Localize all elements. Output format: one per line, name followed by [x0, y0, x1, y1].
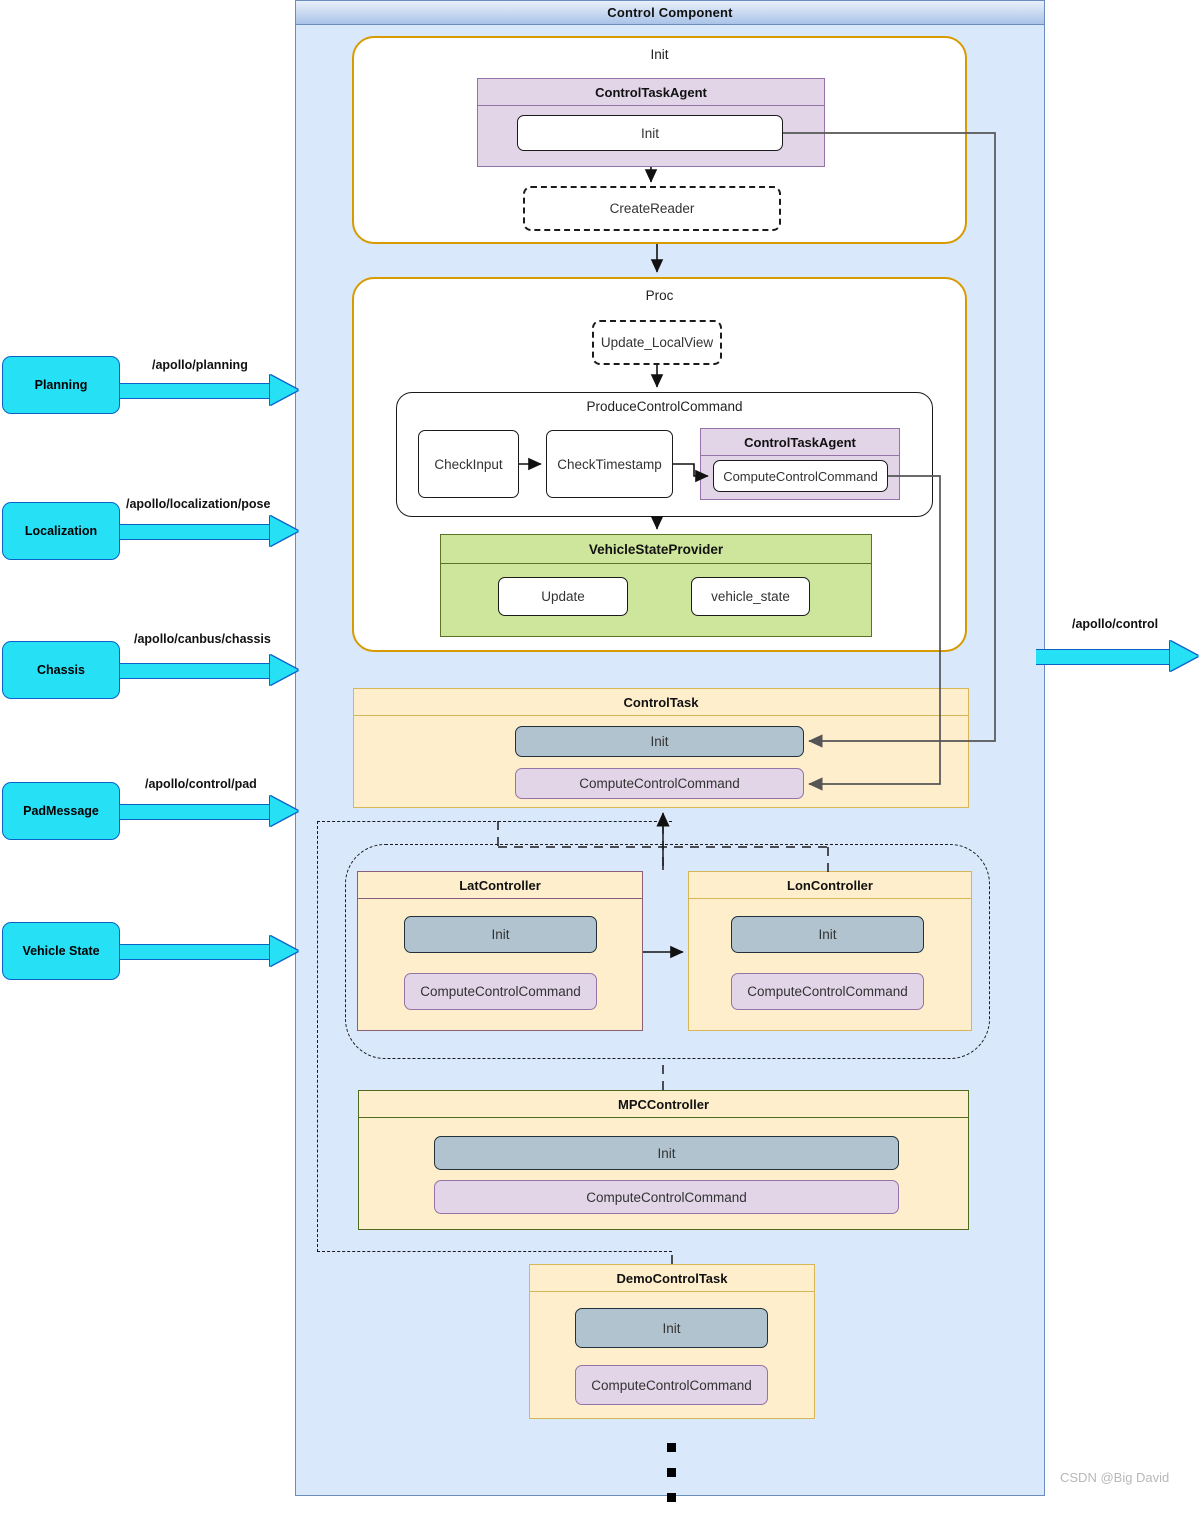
topic-label-planning: /apollo/planning	[152, 358, 248, 372]
controllers-dashed-outer	[317, 821, 672, 1252]
watermark: CSDN @Big David	[1060, 1470, 1170, 1485]
init-group-label: Init	[650, 47, 669, 62]
ellipsis-dot-1	[667, 1443, 676, 1452]
proc-agent-compute-control-command[interactable]: ComputeControlCommand	[713, 460, 888, 492]
mpc-controller-init[interactable]: Init	[434, 1136, 899, 1170]
arrow-padmessage	[120, 796, 298, 826]
topic-label-padmessage: /apollo/control/pad	[145, 777, 257, 791]
update-local-view-box[interactable]: Update_LocalView	[592, 320, 722, 365]
arrow-vehicle-state	[120, 936, 298, 966]
source-planning[interactable]: Planning	[2, 356, 120, 414]
create-reader-box[interactable]: CreateReader	[523, 186, 781, 231]
proc-group-label: Proc	[645, 288, 674, 303]
source-vehicle-state[interactable]: Vehicle State	[2, 922, 120, 980]
vehicle-state-provider-title: VehicleStateProvider	[441, 535, 871, 564]
source-padmessage[interactable]: PadMessage	[2, 782, 120, 840]
lon-controller-compute-control-command[interactable]: ComputeControlCommand	[731, 973, 924, 1010]
topic-label-output: /apollo/control	[1072, 617, 1159, 631]
demo-control-task-init[interactable]: Init	[575, 1308, 768, 1348]
demo-control-task-compute-control-command[interactable]: ComputeControlCommand	[575, 1365, 768, 1405]
source-chassis[interactable]: Chassis	[2, 641, 120, 699]
init-agent-init-method[interactable]: Init	[517, 115, 783, 151]
ellipsis-dot-3	[667, 1493, 676, 1502]
topic-label-localization: /apollo/localization/pose	[126, 497, 271, 511]
lon-controller-title: LonController	[689, 872, 971, 899]
topic-label-chassis: /apollo/canbus/chassis	[134, 632, 271, 646]
arrow-chassis	[120, 655, 298, 685]
control-component-title: Control Component	[295, 0, 1045, 25]
vehicle-state-provider-update[interactable]: Update	[498, 577, 628, 616]
source-localization[interactable]: Localization	[2, 502, 120, 560]
lat-controller-title: LatController	[358, 872, 642, 899]
arrow-output-control	[1036, 641, 1200, 671]
control-task-compute-control-command[interactable]: ComputeControlCommand	[515, 768, 804, 799]
lon-controller-init[interactable]: Init	[731, 916, 924, 953]
check-timestamp-box[interactable]: CheckTimestamp	[546, 430, 673, 498]
mpc-controller-title: MPCController	[359, 1091, 968, 1118]
vehicle-state-provider-vehicle-state[interactable]: vehicle_state	[691, 577, 810, 616]
arrow-localization	[120, 516, 298, 546]
check-input-box[interactable]: CheckInput	[418, 430, 519, 498]
control-task-init[interactable]: Init	[515, 726, 804, 757]
control-task-title: ControlTask	[354, 689, 968, 716]
proc-control-task-agent-title: ControlTaskAgent	[701, 429, 899, 456]
init-control-task-agent-title: ControlTaskAgent	[478, 79, 824, 106]
lat-controller-compute-control-command[interactable]: ComputeControlCommand	[404, 973, 597, 1010]
lat-controller-init[interactable]: Init	[404, 916, 597, 953]
lat-lon-dashed-group	[345, 844, 990, 1059]
produce-control-command-label: ProduceControlCommand	[586, 399, 743, 414]
demo-control-task-title: DemoControlTask	[530, 1265, 814, 1292]
ellipsis-dot-2	[667, 1468, 676, 1477]
arrow-planning	[120, 375, 298, 405]
mpc-controller-compute-control-command[interactable]: ComputeControlCommand	[434, 1180, 899, 1214]
